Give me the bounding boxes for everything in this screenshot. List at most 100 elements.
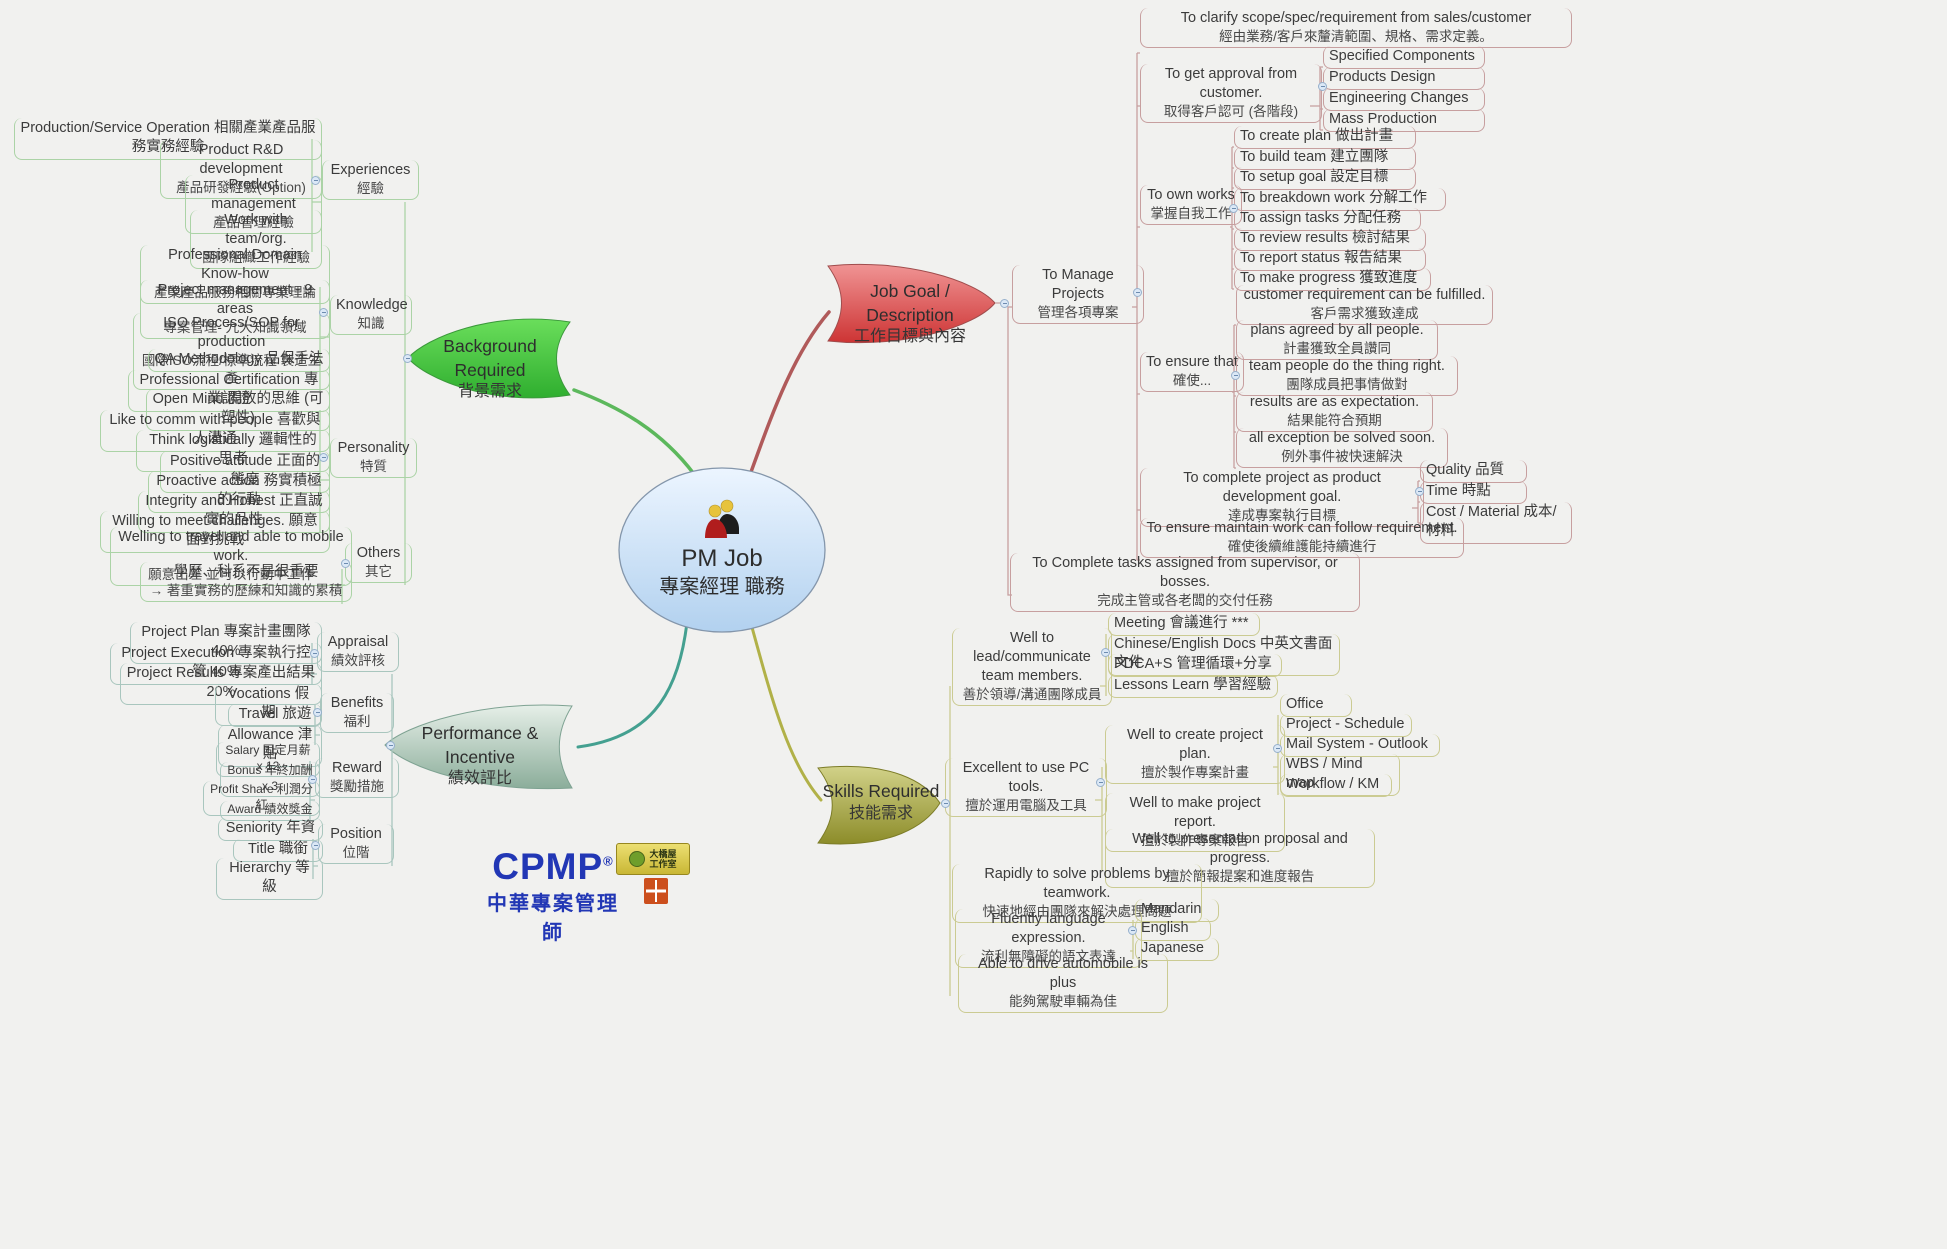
collapse-control[interactable] [1318,82,1327,91]
collapse-control[interactable] [403,354,412,363]
collapse-control[interactable] [386,741,395,750]
bg-pe-item-2[interactable]: Think logistically 邏輯性的思考 [136,430,330,472]
bg-exp-item-0[interactable]: Production/Service Operation 相關產業產品服務實務經… [14,118,322,160]
collapse-control[interactable] [1415,487,1424,496]
pf-re-item-2[interactable]: Profit Share 利潤分紅 [203,781,320,817]
sk-tool-0[interactable]: Office [1280,694,1352,717]
sk-le-item-0[interactable]: Meeting 會議進行 *** [1108,613,1260,636]
bg-kn-item-3[interactable]: QA Methodology 品保手法 [148,349,330,372]
bg-exp-item-3[interactable]: Work with team/org.團隊組織工作經驗 [190,210,322,270]
pf-be-item-2[interactable]: Allowance 津貼 [218,725,322,767]
job-complete[interactable]: To complete project as product developme… [1140,468,1424,528]
sk-tool-1[interactable]: Project - Schedule [1280,714,1412,737]
pf-re-item-3[interactable]: Award 績效獎金 [220,801,320,821]
collapse-control[interactable] [1000,299,1009,308]
job-clarify[interactable]: To clarify scope/spec/requirement from s… [1140,8,1572,49]
pf-po-item-2[interactable]: Hierarchy 等級 [216,858,323,900]
job-ensure-item-0[interactable]: customer requirement can be fulfilled.客戶… [1236,285,1493,326]
pf-ap-item-2[interactable]: Project Results 專案產出結果 20% [120,663,322,705]
job-approval-item-0[interactable]: Specified Components [1323,46,1485,69]
pf-ap-item-1[interactable]: Project Execution 專案執行控管 40% [110,643,322,685]
collapse-control[interactable] [311,841,320,850]
pf-re-item-0[interactable]: Salary 固定月薪 x 12 [216,742,320,778]
collapse-control[interactable] [1101,648,1110,657]
bg-pe-item-3[interactable]: Positive attitude 正面的態度 [160,451,330,493]
bg-pe-item-1[interactable]: Like to comm with people 喜歡與人溝通 [100,410,330,452]
pf-be-item-0[interactable]: Vocations 假期 [215,684,322,726]
collapse-control[interactable] [311,176,320,185]
center-topic[interactable]: PM Job 專案經理 職務 [622,498,822,600]
job-own-item-7[interactable]: To make progress 獲致進度 [1234,268,1431,291]
collapse-control[interactable] [1273,744,1282,753]
bg-pe-item-0[interactable]: Open Mind 開放的思維 (可塑性) [146,389,330,431]
pf-re-item-1[interactable]: Bonus 年終加酬 x 3 [220,762,320,798]
sk-report[interactable]: Well to make project report.擅於製作專案報告 [1105,793,1285,853]
collapse-control[interactable] [1096,778,1105,787]
collapse-control[interactable] [310,649,319,658]
sk-le-item-1[interactable]: Chinese/English Docs 中英文書面文件 [1108,634,1340,676]
collapse-control[interactable] [1128,926,1137,935]
job-approval[interactable]: To get approval from customer.取得客戶認可 (各階… [1140,64,1322,124]
bg-kn-item-4[interactable]: Professional Certification 專業認證 [128,370,330,412]
job-tasks[interactable]: To Complete tasks assigned from supervis… [1010,553,1360,613]
job-own-item-4[interactable]: To assign tasks 分配任務 [1234,208,1421,231]
job-complete-item-0[interactable]: Quality 品質 [1420,460,1527,483]
bg-pe-item-6[interactable]: Willing to meet challenges. 願意面對挑戰 [100,511,330,553]
sk-solve[interactable]: Rapidly to solve problems by teamwork.快速… [952,864,1202,924]
job-own-item-3[interactable]: To breakdown work 分解工作 [1234,188,1446,211]
branch-performance[interactable]: Performance & Incentive 績效評比 [390,722,570,790]
job-own-item-6[interactable]: To report status 報告結果 [1234,248,1426,271]
sk-tool-4[interactable]: Workflow / KM [1280,774,1392,797]
bg-ot-item-0[interactable]: Welling to travel and able to mobile wor… [110,527,352,587]
collapse-control[interactable] [319,453,328,462]
job-approval-item-3[interactable]: Mass Production [1323,109,1485,132]
branch-background[interactable]: Background Required 背景需求 [412,335,568,403]
collapse-control[interactable] [319,308,328,317]
sk-lang-0[interactable]: Mandarin [1135,899,1219,922]
collapse-control[interactable] [941,799,950,808]
sk-create[interactable]: Well to create project plan.擅於製作專案計畫 [1105,725,1285,785]
bg-ot-item-1[interactable]: 學歷、科系不是很重要→ 著重實務的歷練和知識的累積 [140,562,352,603]
collapse-control[interactable] [341,559,350,568]
sk-le-item-2[interactable]: PDCA+S 管理循環+分享 [1108,654,1282,677]
job-ensure-item-1[interactable]: plans agreed by all people.計畫獲致全員讚同 [1236,320,1438,361]
collapse-control[interactable] [313,708,322,717]
collapse-control[interactable] [308,775,317,784]
job-approval-item-2[interactable]: Engineering Changes [1323,88,1485,111]
job-maintain[interactable]: To ensure maintain work can follow requi… [1140,518,1464,559]
job-ensure-item-4[interactable]: all exception be solved soon.例外事件被快速解決 [1236,428,1448,469]
sk-tool-3[interactable]: WBS / Mind map [1280,754,1400,796]
collapse-control[interactable] [1231,371,1240,380]
sk-le-item-3[interactable]: Lessons Learn 學習經驗 [1108,675,1278,698]
job-own-item-1[interactable]: To build team 建立團隊 [1234,147,1416,170]
pf-be-item-1[interactable]: Travel 旅遊 [228,704,322,727]
job-ensure-item-3[interactable]: results are as expectation.結果能符合預期 [1236,392,1433,433]
job-own-item-2[interactable]: To setup goal 設定目標 [1234,167,1416,190]
sk-present[interactable]: Well to presentation proposal and progre… [1105,829,1375,889]
branch-skills[interactable]: Skills Required 技能需求 [822,780,940,824]
pf-po-item-1[interactable]: Title 職銜 [233,839,323,862]
pf-po-item-0[interactable]: Seniority 年資 [218,818,323,841]
bg-pe-item-5[interactable]: Integrity and Honest 正直誠實的品性 [138,491,330,533]
collapse-control[interactable] [1133,288,1142,297]
job-complete-item-1[interactable]: Time 時點 [1420,481,1527,504]
sk-lang-2[interactable]: Japanese [1135,938,1219,961]
job-complete-item-2[interactable]: Cost / Material 成本/材料 [1420,502,1572,544]
sk-lead[interactable]: Well to lead/communicate team members.善於… [952,628,1112,707]
